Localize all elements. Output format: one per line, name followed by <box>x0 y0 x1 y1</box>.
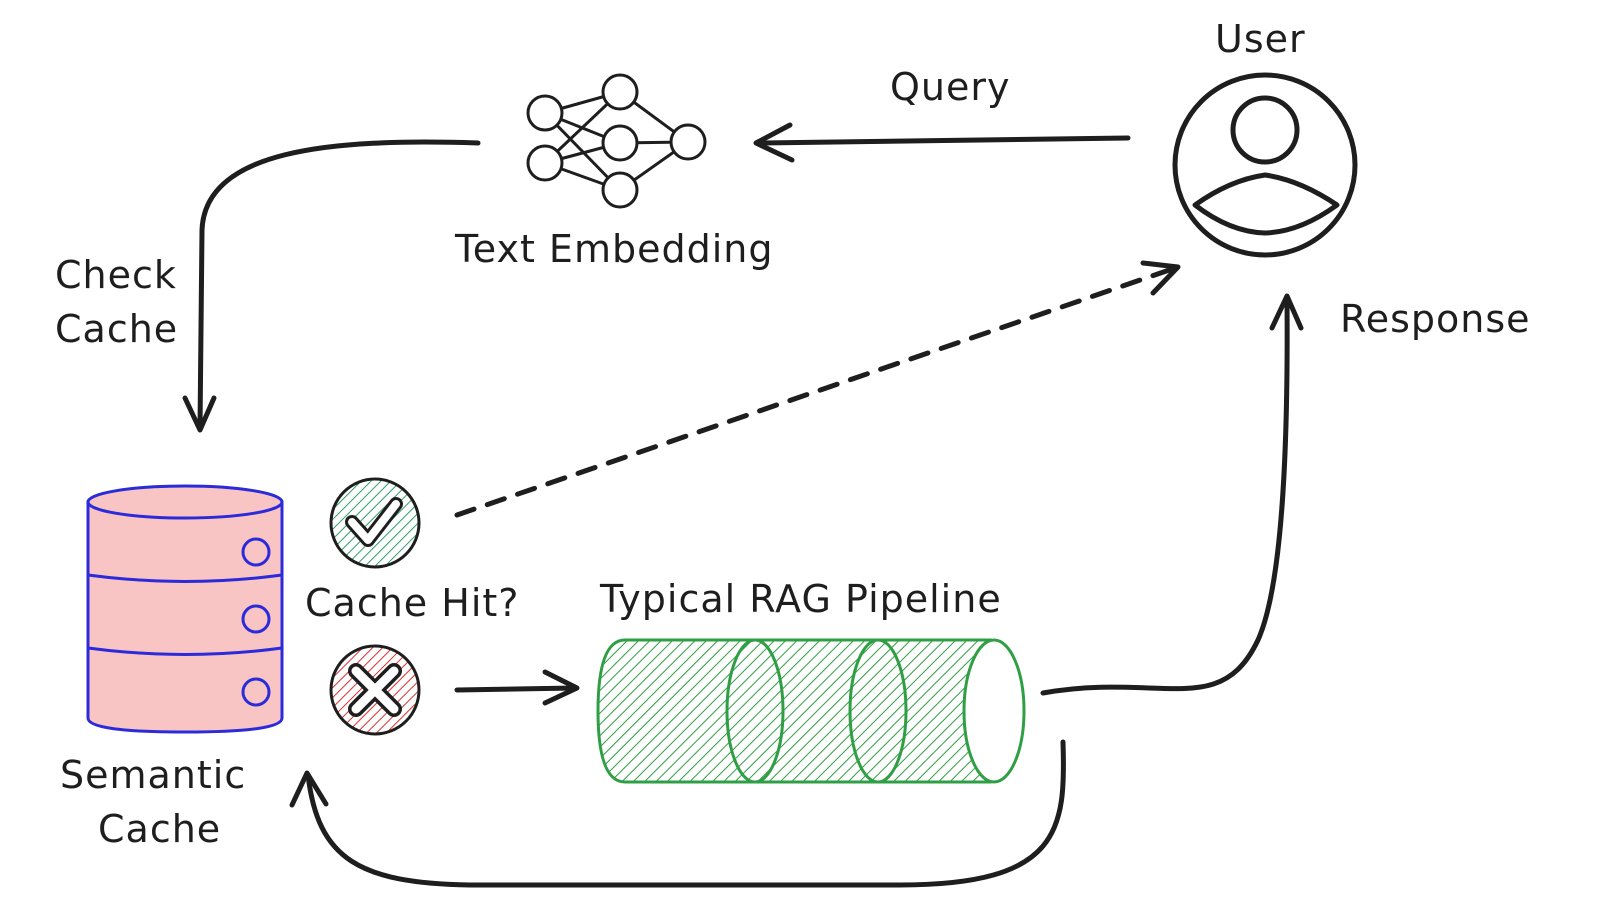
check-cache-arrow <box>182 139 481 433</box>
user-avatar-icon <box>1172 72 1358 258</box>
query-label: Query <box>890 65 1010 109</box>
cache-update-arrow <box>289 739 1066 888</box>
rag-pipeline-label: Typical RAG Pipeline <box>599 577 1002 621</box>
query-arrow <box>753 122 1131 163</box>
semantic-cache-label-line2: Cache <box>98 807 221 851</box>
neural-network-icon <box>526 73 707 209</box>
cache-hit-response-arrow <box>454 260 1181 518</box>
check-cache-label-line1: Check <box>55 253 177 297</box>
pipeline-cylinder-icon <box>596 638 1026 784</box>
user-label: User <box>1215 17 1306 61</box>
text-embedding-label: Text Embedding <box>454 227 773 271</box>
check-cache-label-line2: Cache <box>55 307 178 351</box>
cross-icon <box>329 644 421 736</box>
cache-hit-label: Cache Hit? <box>305 581 519 625</box>
check-icon <box>329 477 421 569</box>
database-icon <box>86 484 284 734</box>
response-arrow <box>1040 293 1304 696</box>
cache-miss-arrow <box>454 669 580 706</box>
semantic-cache-label-line1: Semantic <box>60 753 246 797</box>
response-label: Response <box>1340 297 1531 341</box>
